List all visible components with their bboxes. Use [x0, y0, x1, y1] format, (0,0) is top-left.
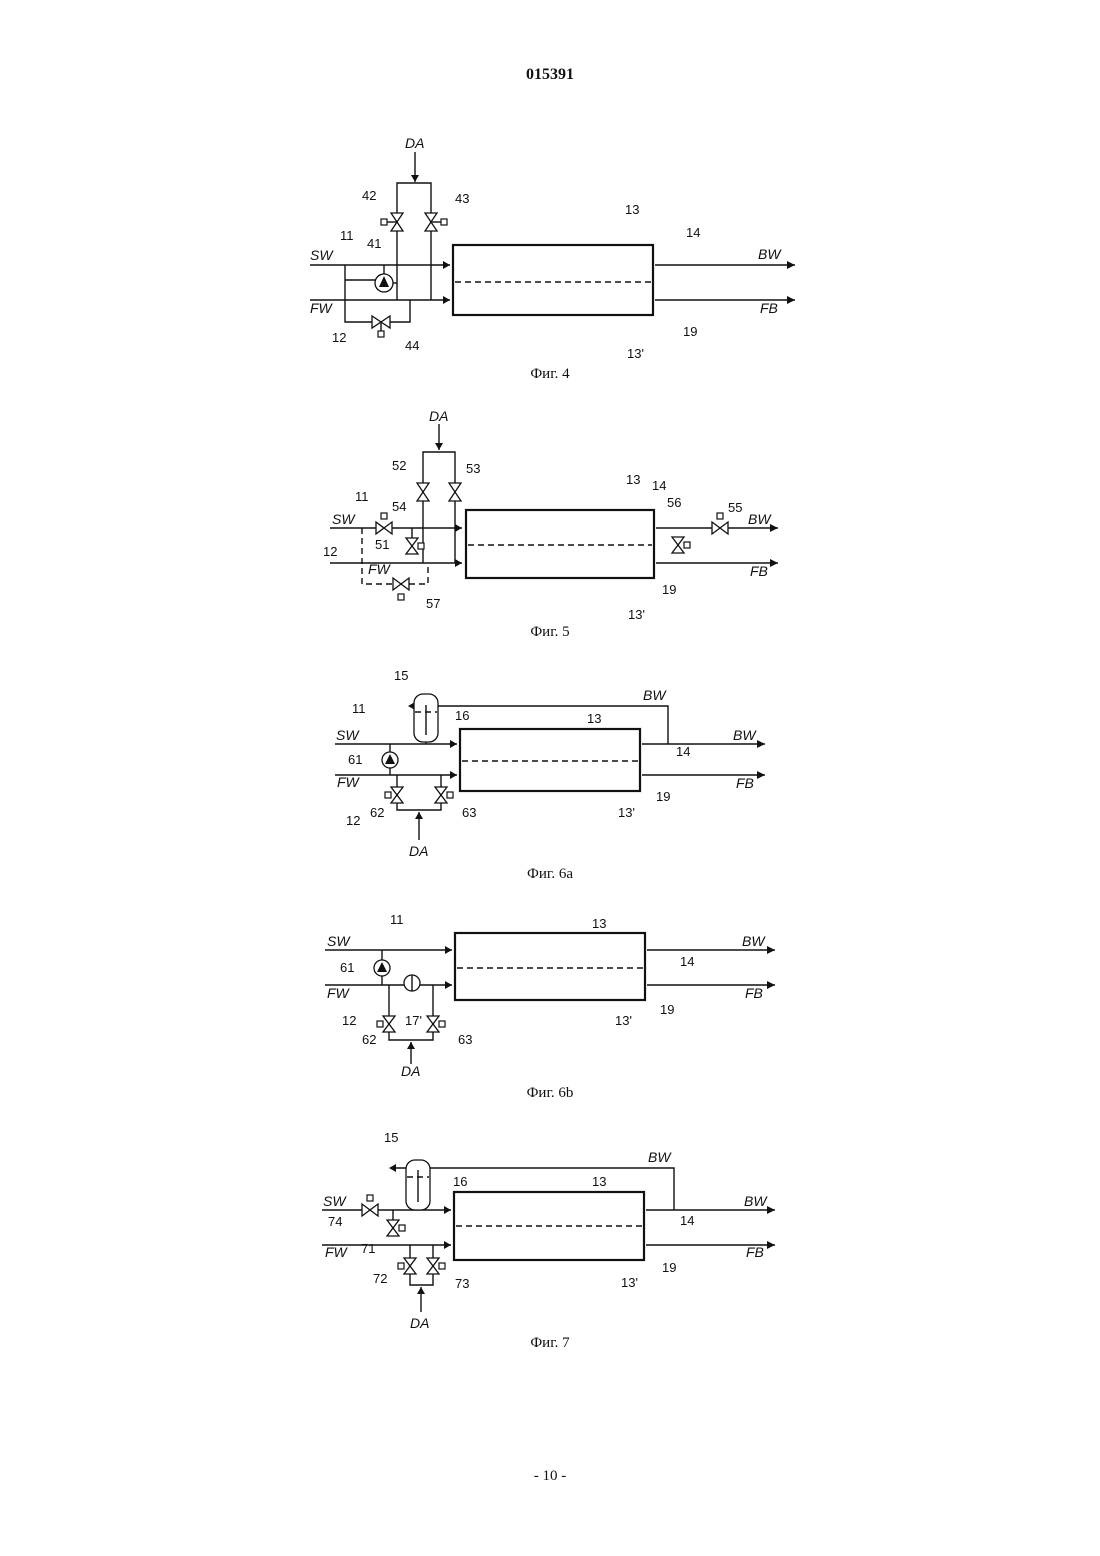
label-61: 61 — [348, 752, 362, 767]
label-42: 42 — [362, 188, 376, 203]
label-16: 16 — [455, 708, 469, 723]
label-51: 51 — [375, 537, 389, 552]
label-sw: SW — [336, 727, 360, 743]
label-44: 44 — [405, 338, 419, 353]
label-fw: FW — [368, 561, 392, 577]
label-bw: BW — [758, 246, 782, 262]
label-13p: 13' — [628, 607, 645, 622]
label-14: 14 — [686, 225, 700, 240]
label-sw: SW — [323, 1193, 347, 1209]
label-14: 14 — [676, 744, 690, 759]
label-13p: 13' — [618, 805, 635, 820]
label-11: 11 — [340, 228, 354, 243]
caption-fig-6a: Фиг. 6a — [0, 866, 1100, 883]
label-12: 12 — [332, 330, 346, 345]
label-bw: BW — [742, 933, 766, 949]
label-63: 63 — [458, 1032, 472, 1047]
label-14: 14 — [680, 1213, 694, 1228]
label-12: 12 — [346, 813, 360, 828]
label-13: 13 — [626, 472, 640, 487]
label-57: 57 — [426, 596, 440, 611]
caption-fig-5: Фиг. 5 — [0, 624, 1100, 641]
label-62: 62 — [362, 1032, 376, 1047]
label-11: 11 — [355, 489, 369, 504]
label-da: DA — [410, 1315, 429, 1331]
caption-fig-7: Фиг. 7 — [0, 1335, 1100, 1352]
figure-4-diagram: DA 42 43 11 41 SW FW 12 44 13 13' 14 19 … — [0, 0, 1100, 380]
label-14: 14 — [652, 478, 666, 493]
label-62: 62 — [370, 805, 384, 820]
label-13p: 13' — [627, 346, 644, 361]
label-19: 19 — [656, 789, 670, 804]
label-sw: SW — [327, 933, 351, 949]
label-da: DA — [409, 843, 428, 859]
label-71: 71 — [361, 1241, 375, 1256]
figure-6a-diagram: 15 BW 16 13 11 SW 61 FW 62 63 12 DA BW 1… — [0, 660, 1100, 870]
caption-fig-6b: Фиг. 6b — [0, 1085, 1100, 1102]
label-13: 13 — [587, 711, 601, 726]
label-19: 19 — [683, 324, 697, 339]
figure-7-diagram: 15 BW 16 13 SW 74 71 FW 72 73 DA BW 14 1… — [0, 1125, 1100, 1335]
figure-6b-diagram: 11 13 SW 61 FW 12 17' 62 63 DA BW 14 13'… — [0, 905, 1100, 1085]
label-41: 41 — [367, 236, 381, 251]
label-63: 63 — [462, 805, 476, 820]
label-11: 11 — [390, 912, 404, 927]
label-17p: 17' — [405, 1013, 422, 1028]
label-13: 13 — [592, 1174, 606, 1189]
label-61: 61 — [340, 960, 354, 975]
label-fb: FB — [745, 985, 763, 1001]
label-bw: BW — [748, 511, 772, 527]
label-14: 14 — [680, 954, 694, 969]
label-19: 19 — [660, 1002, 674, 1017]
label-da: DA — [429, 408, 448, 424]
label-19: 19 — [662, 582, 676, 597]
label-73: 73 — [455, 1276, 469, 1291]
label-13: 13 — [592, 916, 606, 931]
label-12: 12 — [342, 1013, 356, 1028]
label-53: 53 — [466, 461, 480, 476]
label-sw: SW — [332, 511, 356, 527]
label-fw: FW — [327, 985, 351, 1001]
label-52: 52 — [392, 458, 406, 473]
label-11: 11 — [352, 701, 366, 716]
label-bw-return: BW — [648, 1149, 672, 1165]
label-bw: BW — [733, 727, 757, 743]
label-fw: FW — [337, 774, 361, 790]
label-56: 56 — [667, 495, 681, 510]
caption-fig-4: Фиг. 4 — [0, 366, 1100, 383]
label-fb: FB — [760, 300, 778, 316]
label-15: 15 — [394, 668, 408, 683]
label-55: 55 — [728, 500, 742, 515]
label-15: 15 — [384, 1130, 398, 1145]
label-fb: FB — [746, 1244, 764, 1260]
label-fw: FW — [325, 1244, 349, 1260]
label-74: 74 — [328, 1214, 342, 1229]
label-13: 13 — [625, 202, 639, 217]
label-fw: FW — [310, 300, 334, 316]
label-13p: 13' — [615, 1013, 632, 1028]
label-da: DA — [405, 135, 424, 151]
label-54: 54 — [392, 499, 406, 514]
label-fb: FB — [750, 563, 768, 579]
label-12: 12 — [323, 544, 337, 559]
label-43: 43 — [455, 191, 469, 206]
page-number: - 10 - — [0, 1468, 1100, 1485]
label-16: 16 — [453, 1174, 467, 1189]
label-13p: 13' — [621, 1275, 638, 1290]
label-da: DA — [401, 1063, 420, 1079]
label-19: 19 — [662, 1260, 676, 1275]
label-sw: SW — [310, 247, 334, 263]
label-bw-return: BW — [643, 687, 667, 703]
label-fb: FB — [736, 775, 754, 791]
label-72: 72 — [373, 1271, 387, 1286]
label-bw: BW — [744, 1193, 768, 1209]
figure-5-diagram: DA 52 53 11 54 SW 51 12 FW 57 13 13' 14 … — [0, 400, 1100, 630]
